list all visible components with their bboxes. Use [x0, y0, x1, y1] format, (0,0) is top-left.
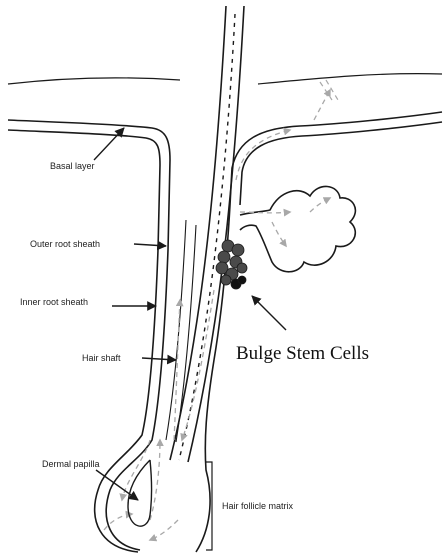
sebaceous-gland [240, 186, 355, 271]
hair-shaft [170, 6, 244, 462]
basal-layer-band [8, 120, 170, 552]
skin-surface [8, 74, 442, 84]
dermal-papilla-shape [128, 460, 152, 526]
outer-follicle-boundary [196, 112, 442, 552]
inner-root-sheath-label: Inner root sheath [20, 298, 88, 307]
outer-root-sheath-label: Outer root sheath [30, 240, 100, 249]
hair-follicle-matrix-label: Hair follicle matrix [222, 502, 293, 511]
bulge-stem-cells-label: Bulge Stem Cells [236, 344, 369, 363]
dermal-papilla-label: Dermal papilla [42, 460, 100, 469]
basal-layer-label: Basal layer [50, 162, 95, 171]
hair-shaft-label: Hair shaft [82, 354, 121, 363]
